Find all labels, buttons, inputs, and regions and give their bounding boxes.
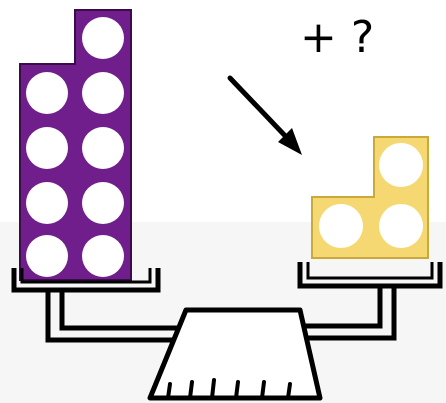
yellow-hole: [379, 204, 423, 248]
purple-hole: [82, 17, 124, 59]
purple-nine-block: [20, 10, 131, 280]
purple-hole: [26, 72, 68, 114]
purple-hole: [82, 127, 124, 169]
right-pan: [300, 262, 440, 286]
arrow-icon: [230, 78, 302, 155]
purple-hole: [82, 72, 124, 114]
yellow-hole: [319, 204, 363, 248]
purple-hole: [82, 235, 124, 277]
yellow-three-block: [312, 137, 428, 258]
fulcrum-base: [150, 310, 320, 398]
purple-hole: [82, 182, 124, 224]
right-pan-inner: [308, 262, 432, 278]
purple-hole: [26, 127, 68, 169]
yellow-hole: [379, 143, 423, 187]
purple-hole: [26, 182, 68, 224]
left-arm: [48, 290, 186, 340]
purple-hole: [26, 235, 68, 277]
question-label: + ?: [300, 16, 374, 60]
